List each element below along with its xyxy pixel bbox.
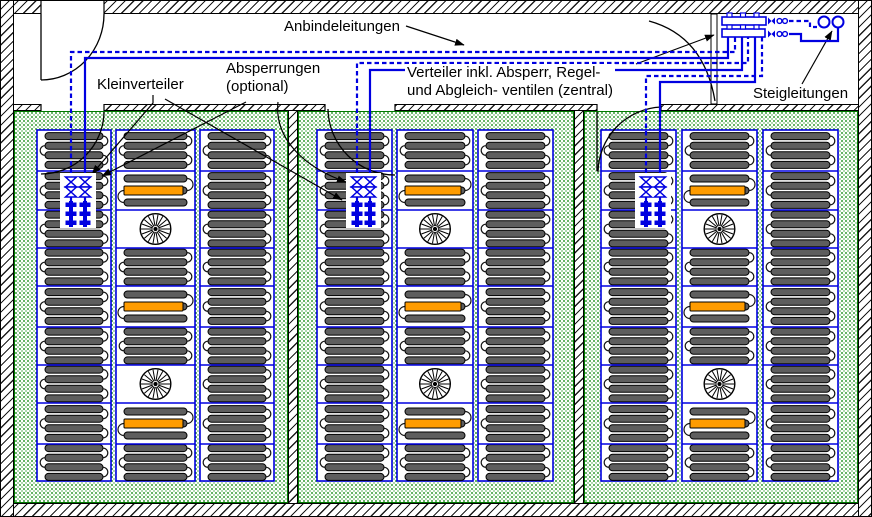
door-openings [40,1,662,111]
orange-heating-strip [404,185,462,196]
orange-heating-strip [404,418,462,429]
pipe-supply-room-3 [658,37,757,203]
small-distributor-icon [351,201,363,227]
manifold-valve-icon [768,30,775,38]
door-arc [40,13,105,81]
wall-right [858,0,872,517]
room-1-valves [60,173,96,228]
small-distributor-icon [654,201,666,227]
small-distributor-icon [640,201,652,227]
label-anbindeleitungen: Anbindeleitungen [282,18,402,36]
fan-icon [703,212,736,245]
pipe-return-room-2 [355,37,750,203]
orange-heating-strip [689,185,746,196]
fan-icon [419,368,452,401]
fan-icon [703,368,736,401]
orange-heating-strip [123,301,184,312]
orange-heating-strip [123,418,184,429]
label-kleinverteiler: Kleinverteiler [95,76,186,94]
heating-pipes [69,37,764,203]
fan-icon [139,368,172,401]
label-absperrungen: Absperrungen (optional) [224,60,323,96]
room-2-valves [346,173,381,228]
orange-heating-strip [689,301,746,312]
wall-pillar-2 [574,111,584,503]
pipe-supply-room-1 [83,37,730,203]
room-1-panels [36,129,275,482]
pipe-return-room-3 [644,37,764,203]
label-absperrungen-line2: (optional) [226,78,289,95]
manifold-valve-icon [768,17,775,25]
wall-pillar-1 [288,111,298,503]
wall-top [0,0,872,14]
shutoff-valve-icon [652,186,668,198]
label-verteiler-line2: und Abgleich- ventilen (zentral) [407,82,613,99]
shutoff-valve-icon [77,186,93,198]
pointer-lines [91,25,833,201]
orange-heating-strip [123,185,184,196]
fan-icon [139,212,172,245]
small-distributor-icon [79,201,91,227]
small-distributor-icon [65,201,77,227]
door-arc [327,108,396,176]
wall-left [0,0,14,517]
room-2-panels [316,129,554,482]
shutoff-valve-icon [63,186,79,198]
label-steigleitungen: Steigleitungen [751,85,851,103]
central-manifold [721,12,845,43]
pipe-return-room-1 [69,37,737,203]
shutoff-valve-icon [362,186,378,198]
wall-corridor-rooms [14,104,858,111]
label-verteiler-line1: Verteiler inkl. Absperr, Regel- [407,64,601,81]
orange-heating-strip [404,301,462,312]
small-distributor-icon [364,201,376,227]
room-3-valves [635,173,671,228]
label-absperrungen-line1: Absperrungen [226,60,321,77]
riser-circles-icon [817,15,845,29]
shutoff-valve-icon [638,186,654,198]
orange-heating-strip [689,418,746,429]
label-verteiler: Verteiler inkl. Absperr, Regel- und Abgl… [405,64,615,100]
shutoff-valve-icon [349,186,365,198]
door-arc [597,106,662,173]
fan-icon [419,212,452,245]
door-arc [648,20,716,102]
